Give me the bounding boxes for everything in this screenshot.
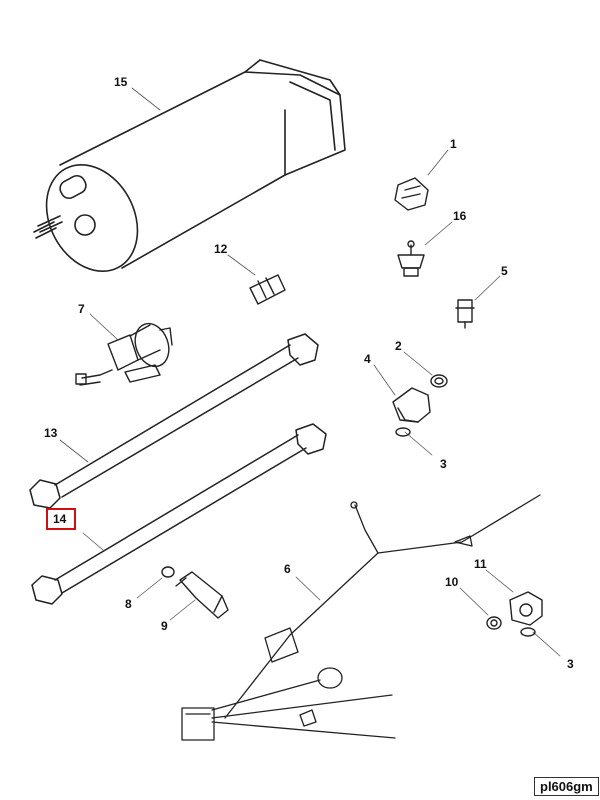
callout-5: 5 [501, 264, 508, 278]
fitting-elbow-small [394, 177, 429, 211]
callout-14: 14 [53, 512, 67, 526]
o-ring-upper [430, 374, 448, 388]
callout-4: 4 [364, 352, 371, 366]
callout-7: 7 [78, 302, 85, 316]
figure-reference-code: pl606gm [534, 777, 599, 796]
callout-3b: 3 [567, 657, 574, 671]
hose-upper [29, 333, 319, 509]
pump-solenoid [75, 322, 173, 386]
l-shaped-fitting [175, 571, 229, 619]
callout-6: 6 [284, 562, 291, 576]
callout-16: 16 [453, 209, 467, 223]
small-valve [455, 299, 475, 329]
callout-9: 9 [161, 619, 168, 633]
callout-8: 8 [125, 597, 132, 611]
tank-cylinder [33, 59, 346, 273]
callout-3: 3 [440, 457, 447, 471]
callout-10: 10 [445, 575, 459, 589]
connector-coupling [249, 274, 286, 305]
elbow-fitting-large [392, 387, 431, 437]
wiring-harness [181, 494, 541, 741]
right-angle-fitting [509, 591, 543, 637]
hose-lower [31, 423, 327, 605]
leader-lines [59, 87, 561, 657]
callout-2: 2 [395, 339, 402, 353]
highlight-box [46, 508, 76, 530]
o-ring-lower [486, 616, 502, 630]
callout-12: 12 [214, 242, 228, 256]
callout-13: 13 [44, 426, 58, 440]
o-ring-small [161, 566, 175, 578]
callout-15: 15 [114, 75, 128, 89]
callout-11: 11 [474, 557, 487, 571]
callout-1: 1 [450, 137, 457, 151]
fitting-nipple [397, 240, 425, 277]
